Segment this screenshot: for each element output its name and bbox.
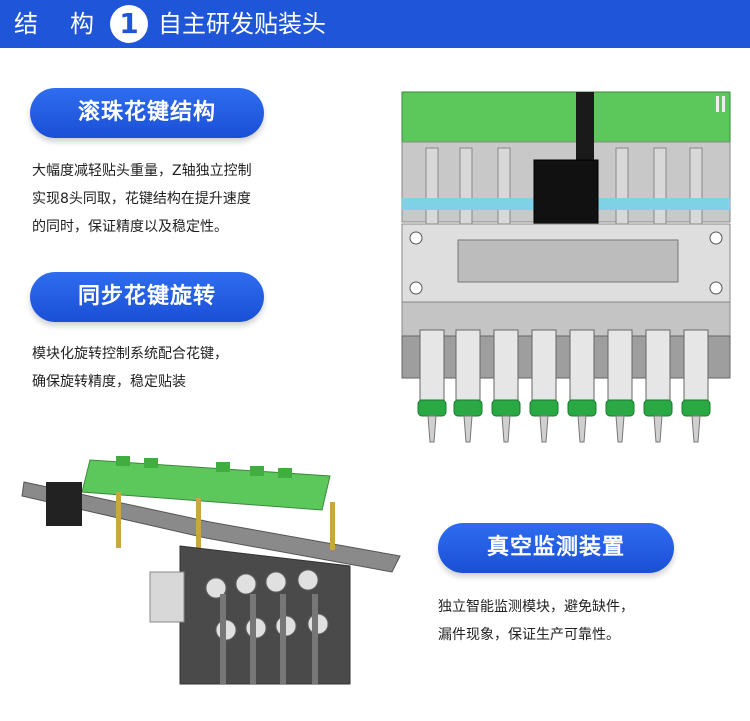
header-title: 自主研发贴装头 xyxy=(158,10,326,38)
section3-line-2: 漏件现象，保证生产可靠性。 xyxy=(438,627,620,643)
section1-line-2: 实现8头同取，花键结构在提升速度 xyxy=(32,191,251,207)
placement-head-front-illustration xyxy=(401,91,731,443)
section2-line-1: 模块化旋转控制系统配合花键， xyxy=(32,346,228,362)
section1-line-1: 大幅度减轻贴头重量，Z轴独立控制 xyxy=(32,163,252,179)
header-word-1: 结 xyxy=(14,10,38,38)
section3-title: 真空监测装置 xyxy=(438,523,674,573)
section3-description: 独立智能监测模块，避免缺件， 漏件现象，保证生产可靠性。 xyxy=(438,593,634,649)
section2-description: 模块化旋转控制系统配合花键， 确保旋转精度，稳定贴装 xyxy=(32,340,228,396)
section1-line-3: 的同时，保证精度以及稳定性。 xyxy=(32,219,228,235)
header-word-2: 构 xyxy=(70,10,94,38)
section1-title: 滚珠花键结构 xyxy=(30,88,264,138)
section-number-badge: 1 xyxy=(110,5,148,43)
section3-line-1: 独立智能监测模块，避免缺件， xyxy=(438,599,634,615)
section1-description: 大幅度减轻贴头重量，Z轴独立控制 实现8头同取，花键结构在提升速度 的同时，保证… xyxy=(32,157,252,241)
section2-line-2: 确保旋转精度，稳定贴装 xyxy=(32,374,186,390)
placement-head-perspective-illustration xyxy=(21,456,401,685)
section2-title: 同步花键旋转 xyxy=(30,272,264,322)
header-bar: 结 构 1 自主研发贴装头 xyxy=(0,0,750,48)
